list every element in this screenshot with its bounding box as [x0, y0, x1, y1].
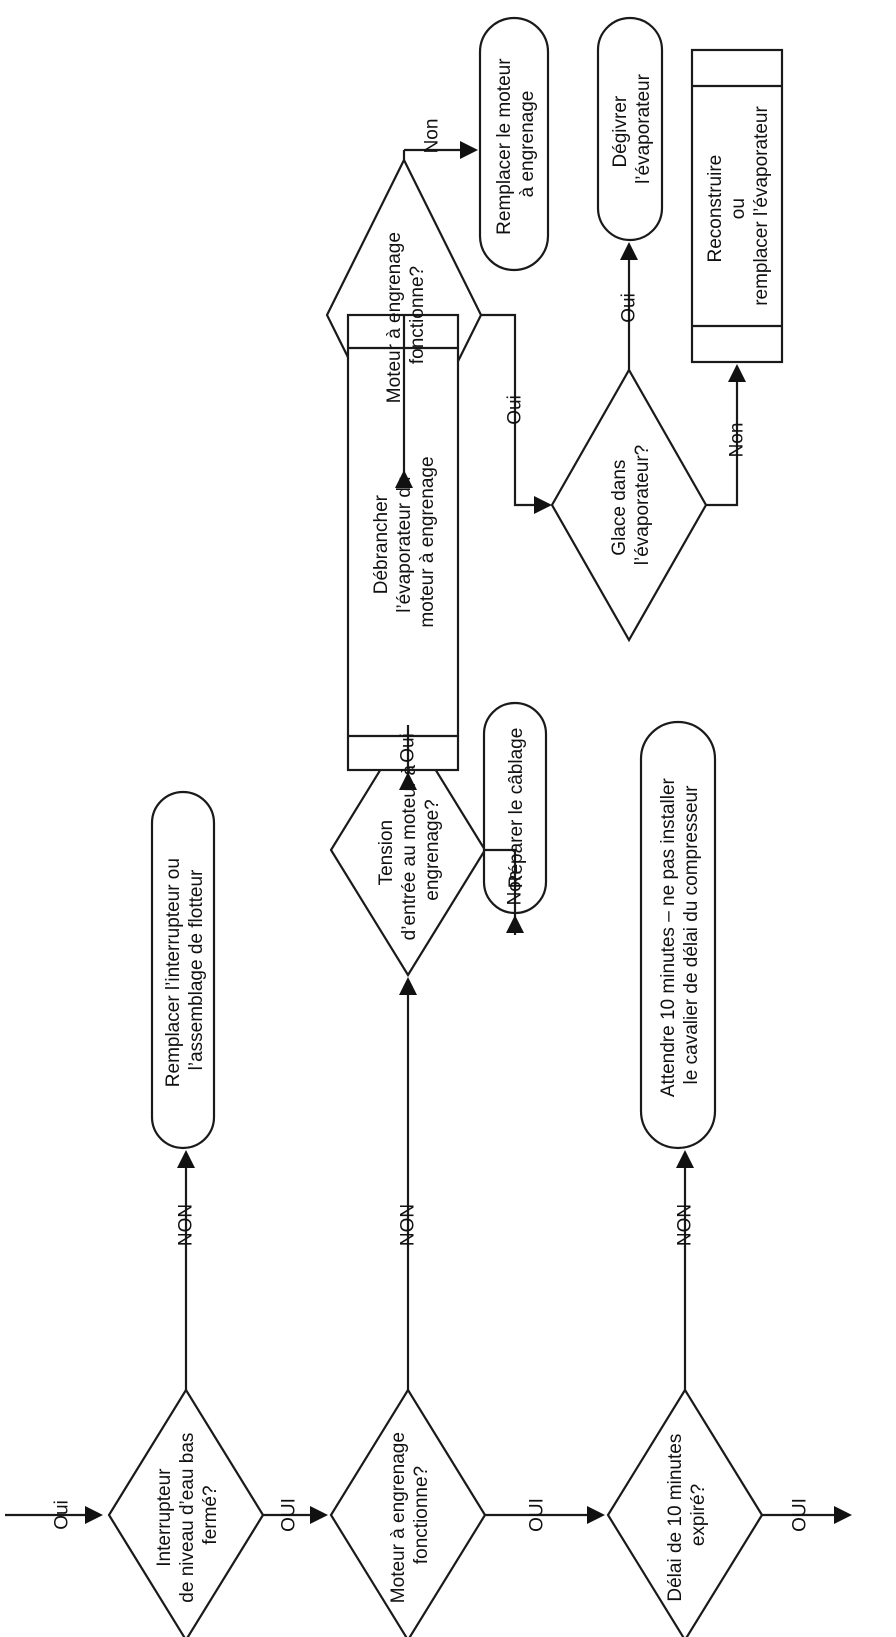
d1-text: Interrupteur de niveau d’eau bas fermé? [154, 1427, 221, 1602]
decision-low-water-switch [107, 1387, 265, 1637]
edge-label-d3-yes: Oui [398, 733, 419, 763]
r6-text: Attendre 10 minutes – ne pas installer l… [658, 773, 702, 1097]
decision-input-voltage [329, 722, 487, 978]
d3-text: Tension d’entrée au moteur à engrenage? [376, 760, 443, 941]
edge-label-d5-no: Non [727, 423, 748, 458]
edge-label-d6-no: NON [675, 1204, 696, 1246]
d2-text: Moteur à engrenage fonctionne? [388, 1427, 432, 1603]
edge-label-d6-yes: OUI [790, 1498, 811, 1532]
r1-text: Remplacer l’interrupteur ou l’assemblage… [163, 853, 207, 1087]
r5-text: Dégivrer l’évaporateur [610, 73, 654, 184]
edge-label-d2-no: NON [398, 1204, 419, 1246]
result-defrost-evaporator [596, 16, 664, 242]
decision-ice-in-evaporator [550, 367, 708, 643]
result-replace-float-switch [150, 790, 216, 1150]
edge-label-d4-yes: Oui [505, 395, 526, 425]
result-replace-gear-motor [478, 16, 550, 272]
edge-label-d3-no: Non [505, 871, 526, 906]
r4-text: Remplacer le moteur à engrenage [494, 53, 538, 235]
d6-text: Délai de 10 minutes expiré? [665, 1428, 709, 1601]
edge-label-d4-no: Non [422, 119, 443, 154]
d5-text: Glace dans l’évaporateur? [609, 445, 653, 565]
process-rebuild-evaporator [690, 48, 784, 364]
decision-10-min-delay [606, 1387, 764, 1637]
p2-text: Reconstruire ou remplacer l’évaporateur [705, 106, 772, 306]
result-wait-10-minutes [639, 720, 717, 1150]
decision-gear-motor-runs [329, 1387, 487, 1637]
d4-text: Moteur à engrenage fonctionne? [384, 227, 428, 403]
edge-label-d1-yes: OUI [279, 1498, 300, 1532]
edge-label-d5-yes: Oui [619, 293, 640, 323]
r3-text: Réparer le câblage [506, 728, 527, 889]
p1-text: Débrancher l’évaporateur du moteur à eng… [371, 456, 438, 627]
edge-label-start-yes: Oui [52, 1500, 73, 1530]
edge-label-d2-yes: OUI [527, 1498, 548, 1532]
edge-label-d1-no: NON [176, 1204, 197, 1246]
